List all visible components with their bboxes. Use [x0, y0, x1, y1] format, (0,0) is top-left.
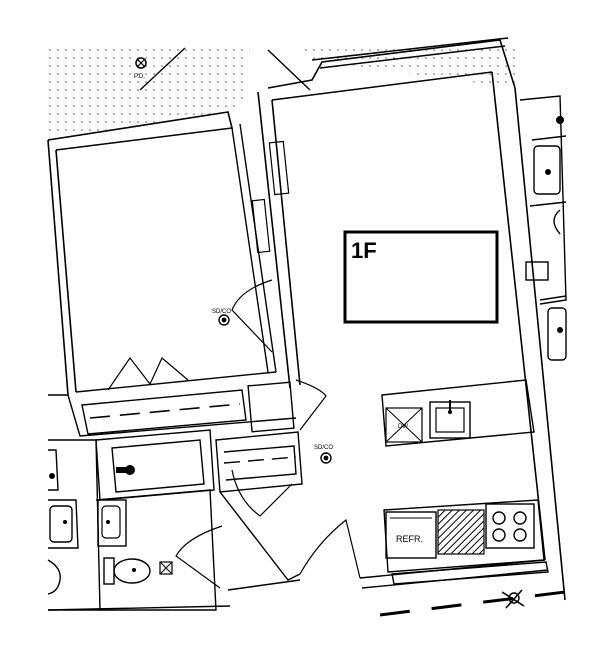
hall-door-swing-2: [231, 469, 293, 517]
dw-label: DW: [398, 424, 408, 430]
bedroom-door-swing: [231, 279, 273, 353]
corridor-dashed: [379, 590, 566, 617]
corridor-fixture-icon: [501, 589, 525, 609]
unit-label-box: [343, 230, 499, 324]
tub-faucet-icon: [116, 465, 135, 475]
kitchen-sink-icon: [429, 400, 471, 439]
neighbor-sink-drain: [63, 520, 67, 524]
bath-dashed: [223, 456, 297, 464]
hatched-counter: [437, 509, 485, 555]
floor-drain-icon: [135, 57, 147, 69]
neighbor-faucet: [49, 473, 55, 479]
closet-door-bifold: [107, 356, 189, 391]
kitchen-island: [381, 379, 535, 447]
bathroom-door-swing: [175, 525, 223, 589]
floor-drain-label: P.D.: [134, 74, 145, 80]
neighbor-right-faucet-2: [556, 116, 564, 124]
window-panel-2: [251, 198, 271, 254]
unit-label: 1F: [351, 238, 377, 263]
exterior-walls: [47, 37, 566, 601]
dishwasher-icon: [385, 407, 423, 443]
bathroom-walls: [95, 429, 303, 611]
smoke-detector-living-icon: [320, 452, 332, 464]
patio-area: [48, 45, 250, 138]
refrigerator-label: REFR.: [396, 534, 423, 544]
neighbor-right-faucet: [545, 169, 551, 175]
bath-sink: [97, 499, 127, 547]
neighbor-right: [519, 95, 567, 361]
toilet-icon: [103, 557, 151, 585]
bottom-walls: [219, 491, 549, 591]
smoke-detector-icon: [218, 314, 230, 326]
window-panel: [268, 140, 290, 196]
bottom-edge-line: [47, 605, 231, 611]
refrigerator-icon: [385, 511, 437, 559]
bedroom-walls: [67, 123, 297, 437]
neighbor-right-faucet-3: [557, 327, 563, 333]
hall-door-swing: [295, 379, 327, 431]
entry-swing-line: [267, 49, 311, 91]
closet-dashed-line: [89, 403, 241, 419]
sd-co-label-living: SD/CO: [314, 445, 333, 451]
patio-line: [139, 47, 186, 91]
neighbor-left: [47, 394, 101, 611]
cooktop-icon: [485, 503, 535, 549]
bath-sd-co-icon: [159, 561, 173, 575]
hall-closet: [247, 381, 295, 433]
entry-door-swing: [299, 518, 361, 579]
sd-co-label-bedroom: SD/CO: [212, 309, 231, 315]
